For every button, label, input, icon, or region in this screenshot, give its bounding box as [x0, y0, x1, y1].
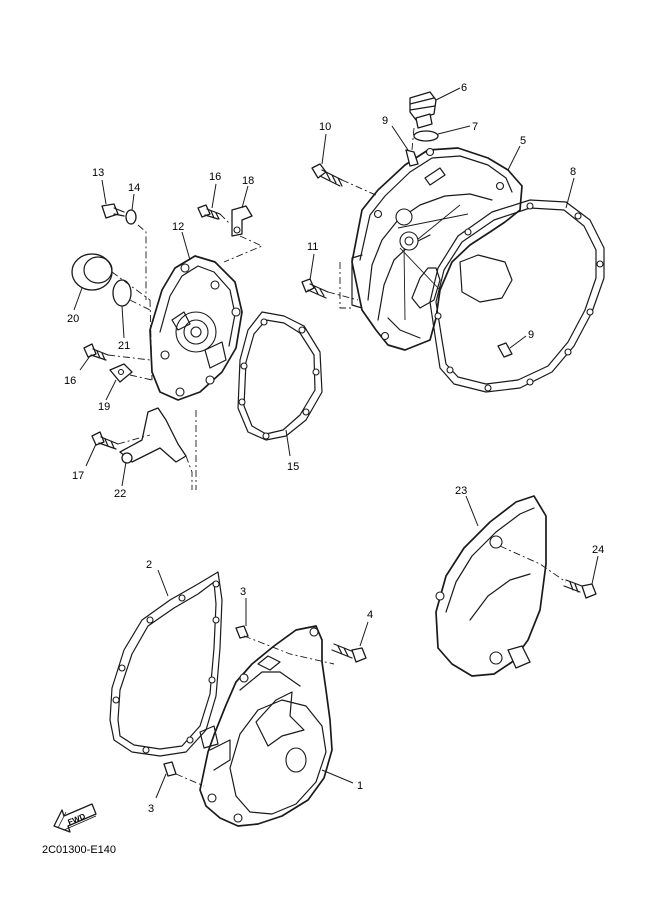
oil-filler-cap[interactable]	[409, 91, 437, 129]
callout-13: 13	[92, 167, 104, 179]
alignment-line-generator	[175, 635, 335, 787]
bolt-13[interactable]	[101, 203, 125, 219]
callout-24: 24	[592, 544, 604, 556]
callout-5: 5	[520, 135, 526, 147]
crankcase-cover-gasket[interactable]	[237, 311, 323, 441]
callout-17: 17	[72, 470, 84, 482]
callout-11: 11	[307, 241, 318, 253]
plug-20[interactable]	[71, 253, 113, 291]
bolt-17[interactable]	[91, 431, 119, 450]
dowel-pin-3-lower[interactable]	[163, 761, 177, 777]
generator-cover[interactable]	[199, 625, 333, 827]
dowel-pin-3-upper[interactable]	[235, 625, 249, 639]
callout-3: 3	[148, 803, 154, 815]
alignment-line-clutch	[327, 127, 415, 309]
bolt-11[interactable]	[301, 278, 329, 299]
alignment-line-crank	[107, 213, 264, 490]
callout-3: 3	[240, 586, 246, 598]
bolt-16-upper[interactable]	[197, 204, 221, 220]
clamp-18[interactable]	[231, 205, 253, 237]
sprocket-cover[interactable]	[435, 495, 547, 677]
callout-9: 9	[528, 329, 534, 341]
washer-14[interactable]	[125, 209, 137, 225]
callout-6: 6	[461, 82, 467, 94]
callout-2: 2	[146, 559, 152, 571]
dowel-pin-lower[interactable]	[497, 342, 513, 358]
bolt-10[interactable]	[311, 163, 343, 187]
callout-10: 10	[319, 121, 331, 133]
callout-1: 1	[357, 780, 363, 792]
callout-numbers: 1 2 3 3 4 5 6 7 8 9 9 10 11 12 13 14 15 …	[64, 82, 604, 815]
callout-16: 16	[209, 171, 221, 183]
callout-19: 19	[98, 401, 110, 413]
callout-15: 15	[287, 461, 299, 473]
bolt-4[interactable]	[331, 643, 367, 663]
callout-14: 14	[128, 182, 140, 194]
callout-16: 16	[64, 375, 76, 387]
callout-4: 4	[367, 609, 373, 621]
bracket-22[interactable]	[119, 407, 187, 464]
bolt-16-lower[interactable]	[83, 343, 109, 361]
generator-cover-gasket[interactable]	[109, 571, 223, 757]
clutch-cover[interactable]	[351, 147, 523, 351]
bolt-24[interactable]	[563, 579, 597, 599]
callout-7: 7	[472, 121, 478, 133]
clutch-cover-gasket[interactable]	[429, 199, 605, 393]
o-ring[interactable]	[413, 130, 439, 142]
callout-8: 8	[570, 166, 576, 178]
callout-12: 12	[172, 221, 184, 233]
diagram-code-label: 2C01300-E140	[42, 844, 117, 856]
leader-lines	[73, 87, 599, 799]
callout-20: 20	[67, 313, 79, 325]
crankcase-cover[interactable]	[149, 255, 243, 401]
dowel-pin-upper[interactable]	[405, 149, 419, 167]
callout-23: 23	[455, 485, 467, 497]
callout-9: 9	[382, 115, 388, 127]
alignment-line-sprocket	[499, 545, 567, 583]
callout-18: 18	[242, 175, 254, 187]
forward-arrow-icon: FWD	[53, 803, 97, 833]
callout-22: 22	[114, 488, 126, 500]
callout-21: 21	[118, 340, 130, 352]
clip-19[interactable]	[109, 363, 133, 383]
